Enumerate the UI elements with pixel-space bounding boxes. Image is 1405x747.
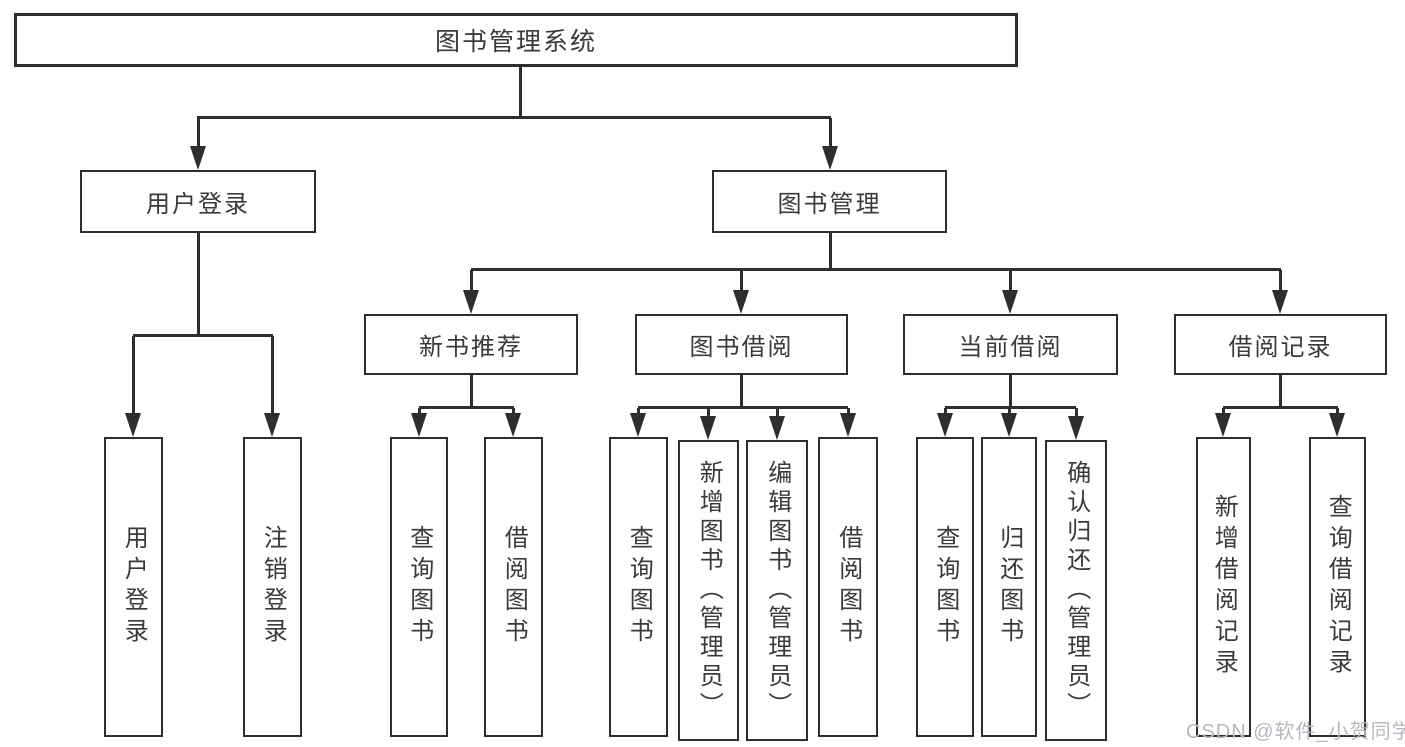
node-new-book-recommend-label: 新书推荐 [419,334,523,361]
arrow-down-icon [505,413,521,437]
connector-mgmt-branch [471,268,1281,271]
arrow-down-icon [1272,290,1288,314]
leaf-borrow-books-label: 借阅图书 [500,525,528,649]
connector-drop [512,408,515,416]
leaf-confirm-return-admin: 确认归还（管理员） [1045,440,1107,741]
connector-bookborrow-trunk [740,375,743,408]
arrow-down-icon [769,416,785,440]
leaf-query-books-current: 查询图书 [916,437,974,737]
connector-user-branch [133,334,273,337]
connector-records-trunk [1279,375,1282,408]
connector-currentborrow-branch [945,406,1076,409]
connector-drop-book-mgmt [829,118,832,148]
leaf-add-borrow-record: 新增借阅记录 [1196,437,1251,737]
arrow-down-icon [264,413,280,437]
connector-drop [1008,408,1011,416]
connector-drop [1222,408,1225,416]
leaf-query-borrow-record-label: 查询借阅记录 [1324,494,1352,680]
connector-drop [776,408,779,418]
connector-drop [847,408,850,416]
connector-drop [418,408,421,416]
connector-root-trunk [519,66,522,118]
arrow-down-icon [840,413,856,437]
node-root-label: 图书管理系统 [434,28,597,56]
leaf-user-login: 用户登录 [104,437,163,737]
arrow-down-icon [1068,416,1084,440]
arrow-down-icon [1329,413,1345,437]
connector-newbook-branch [419,406,514,409]
leaf-borrow-books-label: 借阅图书 [834,525,862,649]
arrow-down-icon [1002,290,1018,314]
connector-root-branch [197,116,831,119]
arrow-down-icon [463,290,479,314]
leaf-return-book: 归还图书 [981,437,1037,737]
node-user-login: 用户登录 [80,170,316,233]
connector-drop [1336,408,1339,416]
leaf-query-borrow-record: 查询借阅记录 [1309,437,1366,737]
arrow-down-icon [1001,413,1017,437]
leaf-query-books-label: 查询图书 [625,525,653,649]
leaf-query-books-label: 查询图书 [405,525,433,649]
connector-drop-leaf-login [132,336,135,414]
node-book-management-label: 图书管理 [777,191,882,218]
arrow-down-icon [125,413,141,437]
arrow-down-icon [190,146,206,170]
connector-drop-new-book [470,270,473,292]
connector-drop-current-borrow [1009,270,1012,292]
connector-drop [1075,408,1078,418]
leaf-borrow-books-recommend: 借阅图书 [484,437,543,737]
arrow-down-icon [411,413,427,437]
connector-drop [637,408,640,416]
connector-records-branch [1223,406,1338,409]
node-book-management: 图书管理 [712,170,947,233]
leaf-logout-label: 注销登录 [259,525,287,649]
arrow-down-icon [1215,413,1231,437]
arrow-down-icon [937,413,953,437]
arrow-down-icon [700,416,716,440]
connector-drop [944,408,947,416]
node-borrow-records-label: 借阅记录 [1228,334,1333,361]
leaf-confirm-return-admin-label: 确认归还（管理员） [1062,460,1090,721]
leaf-return-book-label: 归还图书 [995,525,1023,649]
connector-user-trunk [197,233,200,336]
connector-bookborrow-branch [638,406,848,409]
leaf-add-borrow-record-label: 新增借阅记录 [1210,494,1238,680]
leaf-query-books-borrow: 查询图书 [609,437,668,737]
node-borrow-records: 借阅记录 [1174,314,1387,375]
leaf-borrow-books-2: 借阅图书 [818,437,878,737]
leaf-edit-book-admin: 编辑图书（管理员） [746,440,808,741]
node-current-borrow: 当前借阅 [903,314,1118,375]
leaf-add-book-admin-label: 新增图书（管理员） [695,460,723,721]
node-book-borrow-label: 图书借阅 [689,334,794,361]
connector-mgmt-trunk [829,233,832,270]
node-new-book-recommend: 新书推荐 [364,314,578,375]
connector-currentborrow-trunk [1009,375,1012,408]
connector-drop-leaf-logout [271,336,274,414]
node-book-borrow: 图书借阅 [635,314,848,375]
connector-drop-book-borrow [740,270,743,292]
leaf-query-books-label: 查询图书 [931,525,959,649]
arrow-down-icon [630,413,646,437]
node-current-borrow-label: 当前借阅 [958,334,1063,361]
node-user-login-label: 用户登录 [146,191,250,218]
leaf-edit-book-admin-label: 编辑图书（管理员） [763,460,791,721]
csdn-watermark: CSDN @软件_小贺同学 [1186,721,1405,743]
node-root: 图书管理系统 [14,13,1018,67]
connector-drop [707,408,710,418]
leaf-user-login-label: 用户登录 [120,525,148,649]
connector-drop-user-login [197,118,200,148]
leaf-logout: 注销登录 [243,437,302,737]
arrow-down-icon [733,290,749,314]
arrow-down-icon [822,146,838,170]
leaf-query-books-recommend: 查询图书 [390,437,448,737]
connector-drop-borrow-records [1279,270,1282,292]
connector-newbook-trunk [470,375,473,408]
leaf-add-book-admin: 新增图书（管理员） [678,440,739,741]
